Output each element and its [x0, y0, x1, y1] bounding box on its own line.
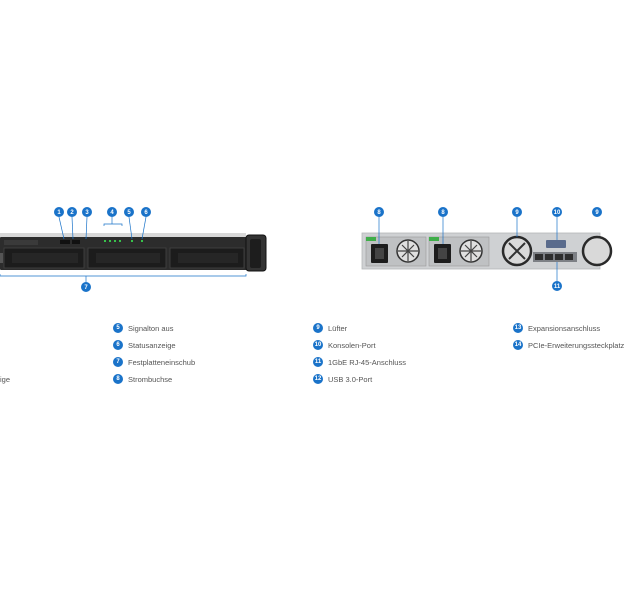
callout-badge — [124, 207, 134, 217]
callout-badge — [67, 207, 77, 217]
number-badge: 8 — [113, 374, 123, 384]
status-led — [109, 240, 111, 242]
psu-handle — [429, 237, 439, 241]
callout-number: 2 — [70, 210, 74, 216]
callout-number: 10 — [554, 210, 561, 216]
front-usb-port — [72, 240, 80, 244]
callout-badge — [107, 207, 117, 217]
callout-number: 9 — [515, 210, 519, 216]
status-led — [131, 240, 133, 242]
status-led — [119, 240, 121, 242]
legend-label: Festplatteneinschub — [128, 357, 196, 367]
callout-badge — [81, 282, 91, 292]
front-logo-strip — [4, 240, 38, 245]
callout-number: 8 — [441, 210, 445, 216]
status-led — [114, 240, 116, 242]
drive-latch — [0, 253, 3, 263]
front-top-plate — [0, 233, 246, 238]
callout-badge — [552, 207, 562, 217]
fan-blades — [461, 241, 481, 261]
legend-item: 9 Lüfter — [313, 321, 347, 335]
callout-number: 8 — [377, 210, 381, 216]
number-badge: 5 — [113, 323, 123, 333]
legend-label: Konsolen-Port — [328, 340, 376, 350]
system-fan — [581, 235, 613, 267]
front-power-button — [60, 240, 70, 244]
rear-panel — [361, 232, 613, 270]
rj45-port — [565, 254, 573, 260]
status-led — [104, 240, 106, 242]
legend-item: 14 PCIe-Erweiterungssteckplatz — [513, 338, 624, 352]
drive-tray — [96, 253, 160, 263]
fan-blades — [398, 241, 418, 261]
legend-item: 5 Signalton aus — [113, 321, 173, 335]
legend-item: 10 Konsolen-Port — [313, 338, 376, 352]
legend-label: Signalton aus — [128, 323, 174, 333]
power-socket-inner — [438, 248, 447, 259]
number-badge: 11 — [313, 357, 323, 367]
power-socket-inner — [375, 248, 384, 259]
legend-label: PCIe-Erweiterungssteckplatz — [528, 340, 624, 350]
front-panel — [0, 233, 267, 272]
callout-badge — [82, 207, 92, 217]
psu-handle — [366, 237, 376, 241]
rear-callout-lines — [378, 217, 558, 281]
legend-label: 1GbE RJ-45-Anschluss — [328, 357, 406, 367]
callout-number: 11 — [554, 284, 561, 290]
callout-number: 9 — [595, 210, 599, 216]
legend-item: 12 USB 3.0-Port — [313, 372, 372, 386]
callout-badges: 1 2 3 4 5 6 7 8 8 9 10 9 11 — [54, 207, 602, 292]
legend-item: 13 Expansionsanschluss — [513, 321, 600, 335]
hardware-diagram: 1 2 3 4 5 6 7 8 8 9 10 9 11 — [0, 207, 613, 292]
callout-badge — [552, 281, 562, 291]
legend-label: USB 3.0-Port — [328, 374, 373, 384]
callout-number: 7 — [84, 285, 88, 291]
fan-blades — [508, 242, 526, 260]
callout-number: 1 — [57, 210, 61, 216]
console-port — [546, 240, 566, 248]
legend-label: ige — [0, 374, 11, 384]
legend-item: 6 Statusanzeige — [113, 338, 176, 352]
number-badge: 10 — [313, 340, 323, 350]
callout-badge — [54, 207, 64, 217]
legend-label: Strombuchse — [128, 374, 173, 384]
drive-tray — [12, 253, 78, 263]
number-badge: 9 — [313, 323, 323, 333]
front-callout-lines — [0, 216, 247, 283]
callout-number: 5 — [127, 210, 131, 216]
legend-item: 11 1GbE RJ-45-Anschluss — [313, 355, 406, 369]
callout-badge — [141, 207, 151, 217]
legend-item: 7 Festplatteneinschub — [113, 355, 195, 369]
legend-label: Statusanzeige — [128, 340, 176, 350]
callout-badge — [438, 207, 448, 217]
callout-number: 3 — [85, 210, 89, 216]
rj45-port — [545, 254, 553, 260]
status-led — [141, 240, 143, 242]
legend-label: Expansionsanschluss — [528, 323, 601, 333]
rj45-port — [535, 254, 543, 260]
number-badge: 14 — [513, 340, 523, 350]
legend-item: 8 Strombuchse — [113, 372, 172, 386]
rj45-port — [555, 254, 563, 260]
legend-item-partial: ige — [0, 372, 10, 386]
number-badge: 13 — [513, 323, 523, 333]
callout-badge — [374, 207, 384, 217]
legend-label: Lüfter — [328, 323, 348, 333]
callout-badge — [512, 207, 522, 217]
callout-badge — [592, 207, 602, 217]
callout-number: 4 — [110, 210, 114, 216]
number-badge: 6 — [113, 340, 123, 350]
callout-number: 6 — [144, 210, 148, 216]
drive-tray — [178, 253, 238, 263]
number-badge: 12 — [313, 374, 323, 384]
front-rack-ear-inner — [250, 239, 261, 268]
number-badge: 7 — [113, 357, 123, 367]
